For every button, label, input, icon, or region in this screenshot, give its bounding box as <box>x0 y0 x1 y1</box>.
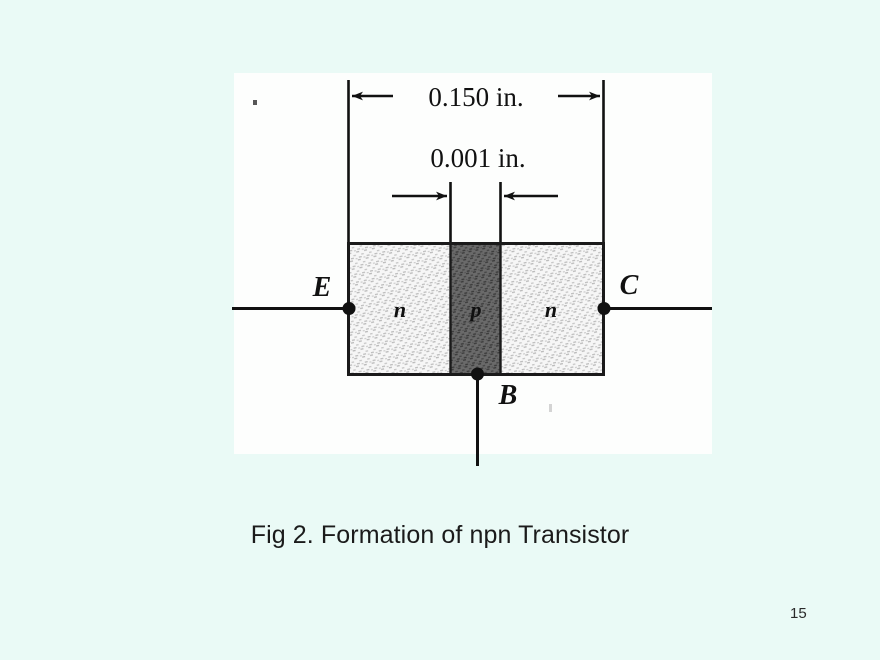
page-number: 15 <box>790 605 807 622</box>
figure-caption: Fig 2. Formation of npn Transistor <box>250 521 630 549</box>
figure-image-panel <box>234 73 712 454</box>
